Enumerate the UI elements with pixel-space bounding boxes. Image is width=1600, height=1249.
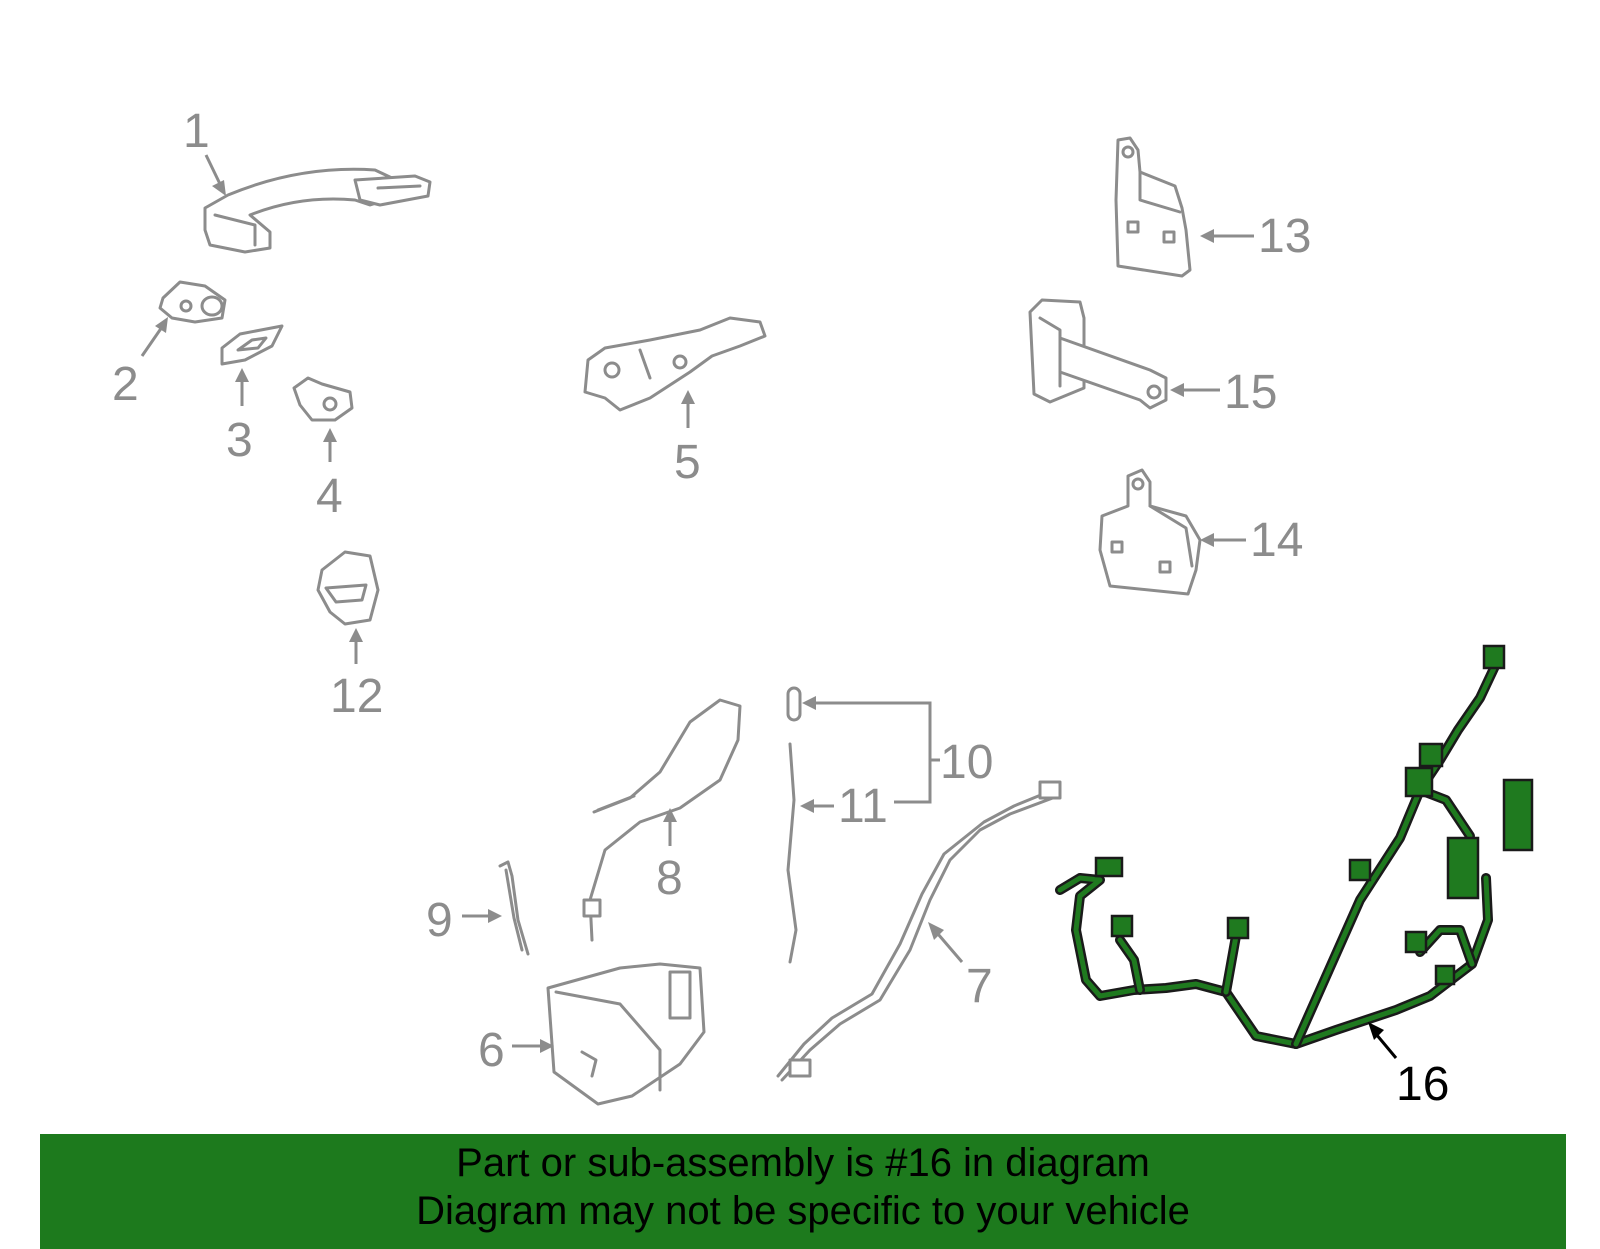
callout-9: 9	[426, 894, 502, 947]
callout-1: 1	[183, 105, 226, 196]
part-9-lock-rod	[498, 860, 530, 956]
svg-text:2: 2	[112, 358, 139, 411]
footer-banner: Part or sub-assembly is #16 in diagram D…	[40, 1134, 1566, 1249]
callout-3: 3	[226, 368, 253, 467]
part-1-outside-handle	[203, 167, 432, 254]
svg-text:6: 6	[478, 1024, 505, 1077]
part-4-lock-cylinder	[292, 376, 354, 422]
callout-16: 16	[1368, 1022, 1449, 1111]
part-11-inside-rod	[786, 742, 798, 964]
part-7-release-cable	[776, 780, 1062, 1082]
callout-7: 7	[928, 922, 993, 1013]
svg-text:5: 5	[674, 436, 701, 489]
part-12-striker	[316, 550, 380, 626]
svg-text:11: 11	[838, 780, 888, 833]
callout-6: 6	[478, 1024, 554, 1077]
svg-text:13: 13	[1258, 210, 1311, 263]
part-3-bezel	[220, 324, 284, 366]
callout-5: 5	[674, 390, 701, 489]
part-2-handle-cap	[158, 280, 227, 324]
callout-2: 2	[112, 317, 168, 411]
part-15-door-check	[1028, 298, 1168, 410]
svg-text:8: 8	[656, 852, 683, 905]
callout-13: 13	[1200, 210, 1311, 263]
footer-disclaimer: Diagram may not be specific to your vehi…	[416, 1189, 1190, 1233]
svg-text:16: 16	[1396, 1058, 1449, 1111]
svg-text:9: 9	[426, 894, 453, 947]
callout-12: 12	[330, 628, 383, 723]
part-10-grommet	[786, 686, 802, 722]
part-6-door-latch	[546, 962, 706, 1106]
svg-text:12: 12	[330, 670, 383, 723]
svg-text:7: 7	[966, 960, 993, 1013]
svg-text:3: 3	[226, 414, 253, 467]
svg-text:14: 14	[1250, 514, 1303, 567]
part-8-lock-cable	[582, 698, 742, 942]
callout-15: 15	[1170, 366, 1277, 419]
footer-part-note: Part or sub-assembly is #16 in diagram	[456, 1141, 1150, 1185]
svg-text:1: 1	[183, 105, 210, 158]
callout-11: 11	[800, 780, 888, 833]
part-14-lower-hinge	[1098, 468, 1202, 596]
part-16-wiring-harness	[1055, 644, 1534, 1049]
callout-14: 14	[1200, 514, 1303, 567]
part-13-upper-hinge	[1114, 136, 1192, 278]
part-5-handle-bracket	[583, 316, 767, 412]
callout-4: 4	[316, 428, 343, 523]
callout-8: 8	[656, 808, 683, 905]
callout-10: 10	[802, 696, 993, 804]
svg-text:10: 10	[940, 736, 993, 789]
svg-text:4: 4	[316, 470, 343, 523]
svg-text:15: 15	[1224, 366, 1277, 419]
